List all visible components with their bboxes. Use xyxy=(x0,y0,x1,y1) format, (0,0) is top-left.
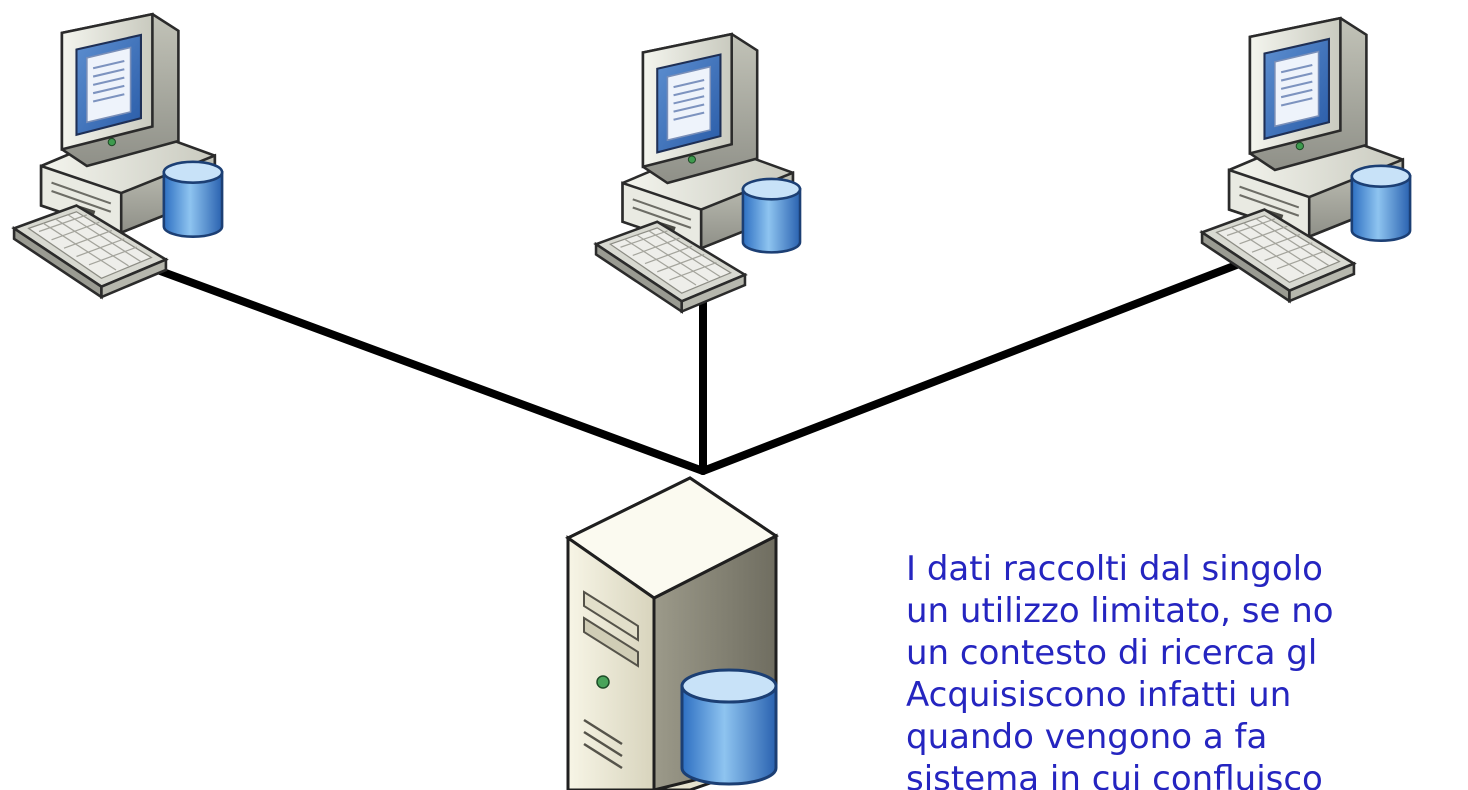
caption-line: sistema in cui confluisco xyxy=(906,759,1323,790)
caption-line: un contesto di ricerca gl xyxy=(906,633,1318,673)
caption-line: I dati raccolti dal singolo xyxy=(906,549,1323,589)
desktop-computer-with-database-icon xyxy=(1200,16,1412,303)
edge-client-right-server xyxy=(699,255,1256,475)
caption-line: quando vengono a fa xyxy=(906,717,1268,757)
desktop-computer-with-database-icon xyxy=(594,32,802,313)
caption-line: un utilizzo limitato, se no xyxy=(906,591,1334,631)
connection-lines xyxy=(140,255,1256,475)
edge-client-left-server xyxy=(140,261,707,475)
server-tower-with-database-icon xyxy=(565,476,779,790)
desktop-computer-with-database-icon xyxy=(12,12,224,299)
caption-line: Acquisiscono infatti un xyxy=(906,675,1292,715)
description-text: I dati raccolti dal singolo un utilizzo … xyxy=(906,548,1468,790)
